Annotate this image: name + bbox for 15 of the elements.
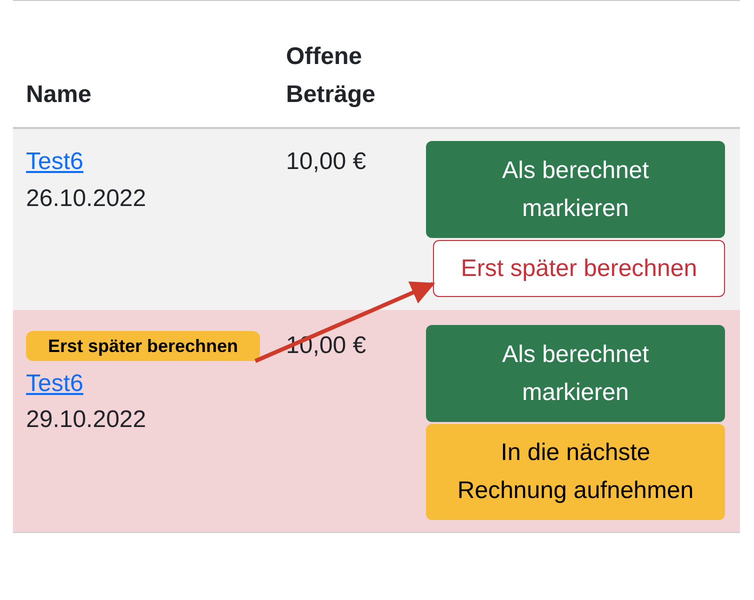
customer-link: Test6: [26, 147, 84, 177]
table-row: [13, 310, 740, 533]
arrow: [254, 281, 436, 363]
add-to-next-invoice-button: In die nächste Rechnung aufnehmen: [426, 424, 725, 520]
status-badge: Erst später berechnen: [26, 331, 260, 361]
mark-billed-button: Als berechnet markieren: [426, 325, 725, 422]
amount-text: 10,00 €: [286, 147, 366, 177]
column-header: Name: [26, 80, 92, 110]
bill-later-button: Erst später berechnen: [433, 240, 725, 297]
date-text: 26.10.2022: [26, 184, 146, 214]
customer-link: Test6: [26, 369, 84, 399]
column-header: Offene Beträge: [286, 42, 376, 110]
table-row: [13, 129, 740, 310]
date-text: 29.10.2022: [26, 405, 146, 435]
mark-billed-button: Als berechnet markieren: [426, 141, 725, 238]
